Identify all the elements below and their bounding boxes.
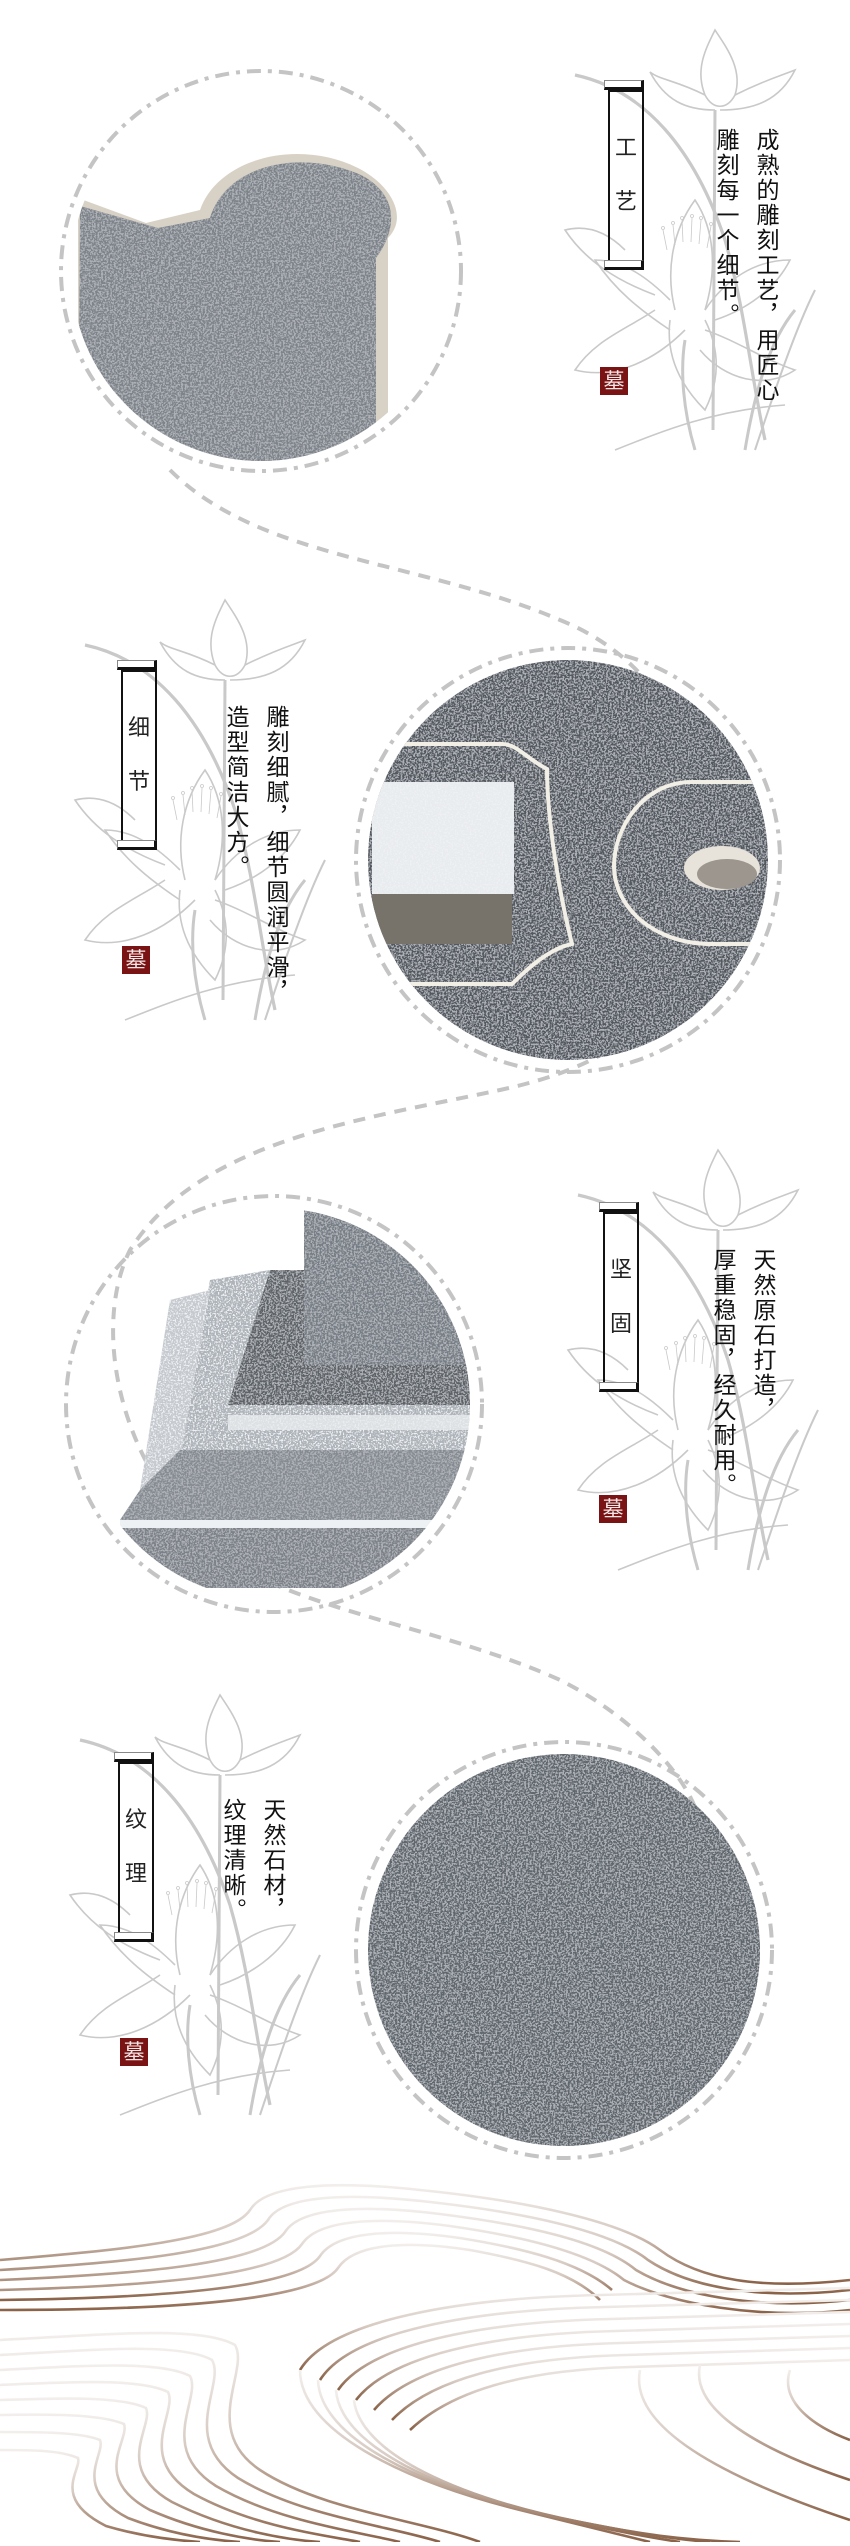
- seal-stamp: 墓: [122, 946, 150, 974]
- product-photo-craft: [58, 68, 464, 474]
- seal-stamp: 墓: [600, 367, 628, 395]
- section-description: 天然石材， 纹理清晰。: [219, 1798, 285, 1923]
- section-description: 天然原石打造， 厚重稳固，经久耐用。: [709, 1248, 775, 1498]
- section-title-scroll: 工 艺: [604, 80, 646, 280]
- title-char: 纹: [124, 1808, 147, 1833]
- title-char: 理: [124, 1862, 147, 1887]
- section-title-scroll: 细 节: [117, 660, 159, 860]
- granite-carved-frame-icon: [368, 660, 768, 1060]
- granite-stepped-base-icon: [120, 1210, 470, 1588]
- granite-headstone-top-icon: [78, 154, 397, 461]
- feature-section-detail: 细 节 雕刻细腻，细节圆润平滑， 造型简洁大方。 墓: [0, 560, 850, 1100]
- title-char: 艺: [614, 190, 637, 215]
- title-char: 工: [614, 136, 637, 161]
- granite-surface-texture-icon: [368, 1754, 760, 2146]
- seal-stamp: 墓: [599, 1495, 627, 1523]
- feature-section-craft: 工 艺 成熟的雕刻工艺，用匠心 雕刻每一个细节。 墓: [0, 0, 850, 540]
- lotus-illustration-icon: [65, 580, 345, 1060]
- title-char: 细: [127, 716, 150, 741]
- section-title-scroll: 纹 理: [114, 1752, 156, 1952]
- product-photo-detail: [352, 644, 784, 1076]
- lotus-illustration-icon: [555, 10, 835, 490]
- lotus-illustration-icon: [60, 1675, 340, 2155]
- title-char: 固: [609, 1312, 632, 1337]
- section-title-scroll: 坚 固: [599, 1202, 641, 1402]
- title-char: 坚: [609, 1258, 632, 1283]
- section-description: 雕刻细腻，细节圆润平滑， 造型简洁大方。: [222, 705, 288, 1005]
- feature-section-solid: 坚 固 天然原石打造， 厚重稳固，经久耐用。 墓: [0, 1110, 850, 1650]
- feature-section-texture: 纹 理 天然石材， 纹理清晰。 墓: [0, 1660, 850, 2180]
- decorative-wave-lines: [0, 2170, 850, 2544]
- title-char: 节: [127, 770, 150, 795]
- product-photo-texture: [352, 1738, 776, 2162]
- section-description: 成熟的雕刻工艺，用匠心 雕刻每一个细节。: [712, 128, 778, 403]
- seal-stamp: 墓: [120, 2038, 148, 2066]
- product-photo-solid: [60, 1190, 488, 1618]
